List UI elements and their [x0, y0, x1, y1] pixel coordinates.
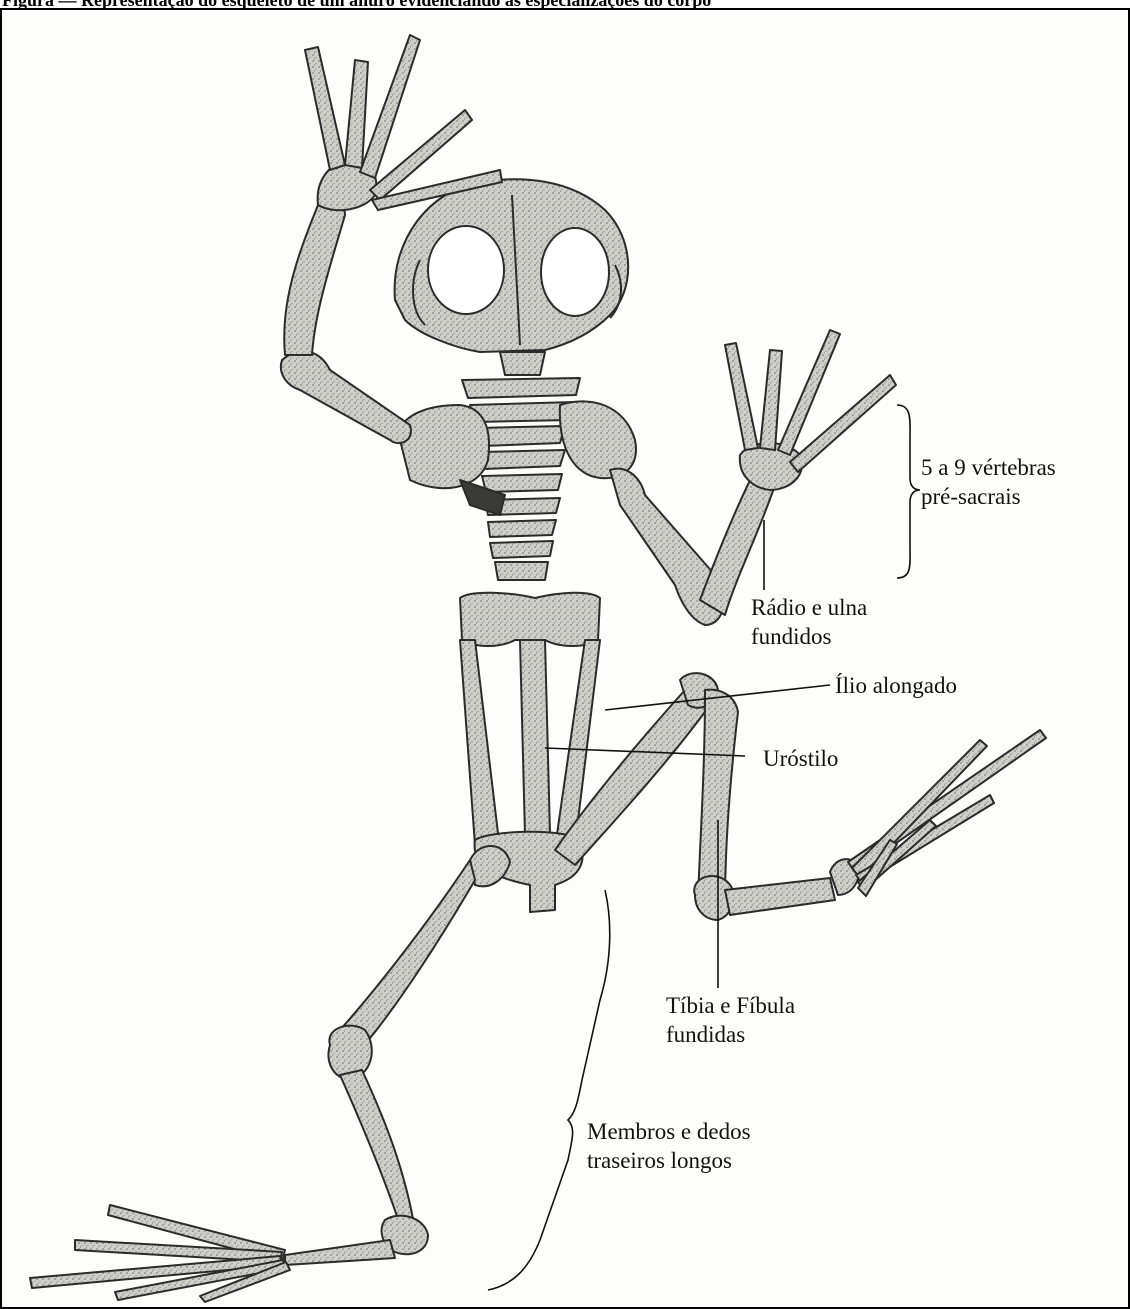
label-tibia-fibula-line1: Tíbia e Fíbula	[666, 991, 795, 1020]
label-vertebras: 5 a 9 vértebras pré-sacrais	[921, 453, 1056, 511]
label-urostilo-text: Uróstilo	[763, 744, 838, 773]
right-hindlimb	[555, 673, 1046, 920]
right-forelimb	[610, 330, 896, 625]
label-urostilo: Uróstilo	[763, 744, 838, 773]
label-ilio: Ílio alongado	[835, 671, 957, 700]
label-radio-ulna: Rádio e ulna fundidos	[751, 593, 867, 651]
left-hindlimb	[30, 846, 510, 1302]
label-vertebras-line2: pré-sacrais	[921, 482, 1056, 511]
label-ilio-text: Ílio alongado	[835, 671, 957, 700]
label-vertebras-line1: 5 a 9 vértebras	[921, 453, 1056, 482]
hindlimb-brace	[488, 890, 610, 1290]
label-membros-line1: Membros e dedos	[587, 1117, 751, 1146]
label-tibia-fibula-line2: fundidas	[666, 1020, 795, 1049]
label-tibia-fibula: Tíbia e Fíbula fundidas	[666, 991, 795, 1049]
label-radio-ulna-line2: fundidos	[751, 622, 867, 651]
label-membros-line2: traseiros longos	[587, 1146, 751, 1175]
skull	[395, 179, 629, 352]
label-radio-ulna-line1: Rádio e ulna	[751, 593, 867, 622]
vertebrae-brace	[897, 405, 920, 578]
label-membros: Membros e dedos traseiros longos	[587, 1117, 751, 1175]
